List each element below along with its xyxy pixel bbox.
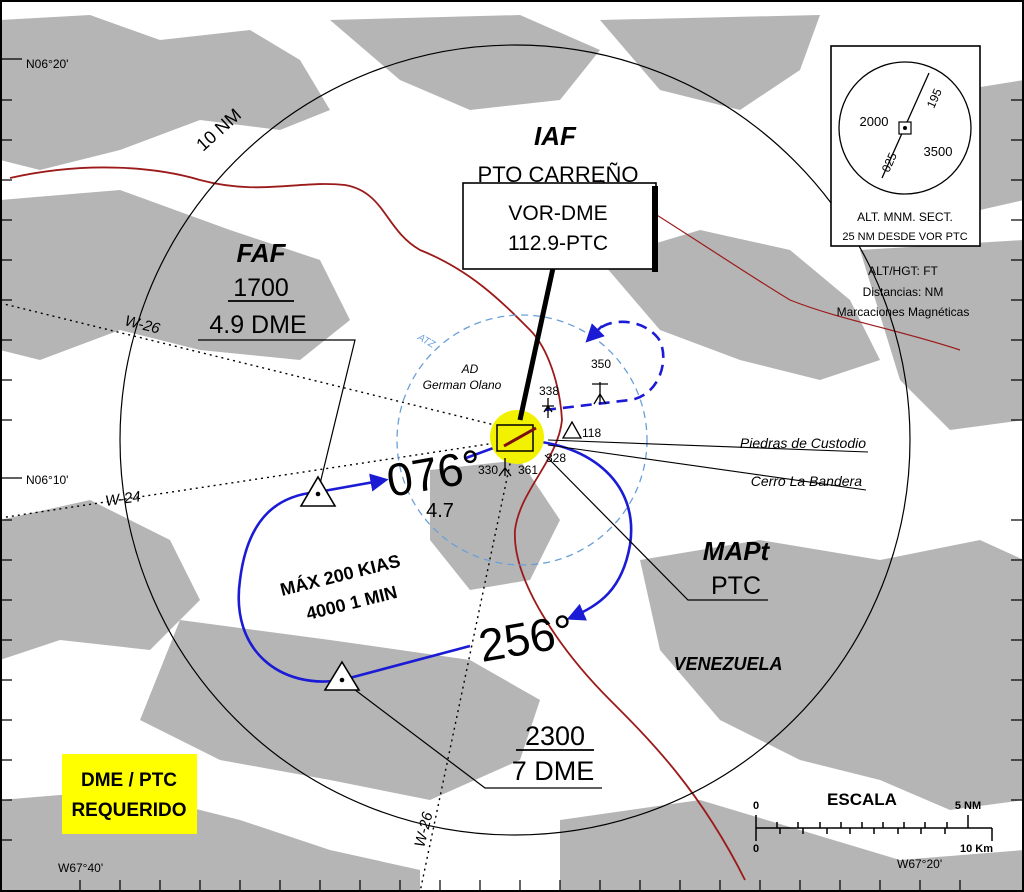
dme-required-box <box>62 754 197 834</box>
outbound-leg <box>341 644 471 682</box>
outbound-turn <box>514 438 633 621</box>
country-label: VENEZUELA <box>673 654 782 674</box>
feature-2-leader <box>547 444 867 491</box>
airway-label-w24: W-24 <box>104 488 142 510</box>
scale-title: ESCALA <box>827 790 897 809</box>
scale-nm-zero: 0 <box>753 800 759 812</box>
frame-ticks <box>1 99 1023 891</box>
outbound-fix-altitude: 2300 <box>525 721 585 751</box>
faf-fix-dot <box>315 491 321 497</box>
lon-label-right: W67°20' <box>897 857 942 871</box>
scale-km-label: 10 Km <box>960 843 993 855</box>
atz-circle <box>396 314 648 566</box>
range-ring-10nm <box>119 44 911 836</box>
scale-bar <box>755 815 993 841</box>
lat-label-lower: N06°10' <box>26 473 68 487</box>
lat-label-upper: N06°20' <box>26 57 68 71</box>
mapt-title: MAPt <box>703 536 771 566</box>
obstacle-361: 361 <box>518 463 538 477</box>
missed-approach-arrow <box>585 323 605 343</box>
mapt-ident: PTC <box>711 572 761 600</box>
msa-alt-east: 3500 <box>924 144 953 159</box>
faf-title: FAF <box>236 238 286 268</box>
vor-dme-symbol <box>496 424 534 452</box>
faf-fix-triangle <box>299 475 337 507</box>
units-line-1: ALT/HGT: FT <box>868 264 938 278</box>
inbound-distance: 4.7 <box>426 500 454 522</box>
obstacle-330: 330 <box>478 463 498 477</box>
river-main <box>9 166 746 881</box>
iaf-frequency: 112.9-PTC <box>508 232 608 255</box>
obstacle-118: 118 <box>582 426 601 440</box>
obstacle-338: 338 <box>539 384 559 398</box>
dme-required-line-1: DME / PTC <box>81 770 177 791</box>
inbound-track-outer <box>317 473 389 494</box>
missed-approach-track <box>544 320 665 412</box>
faf-distance: 4.9 DME <box>209 311 306 339</box>
obstacle-350: 350 <box>591 357 611 371</box>
msa-caption-2: 25 NM DESDE VOR PTC <box>842 231 967 243</box>
obstacle-118-triangle <box>561 420 583 439</box>
outbound-fix-dot <box>339 677 345 683</box>
aerodrome-name: German Olano <box>423 378 502 392</box>
msa-alt-west: 2000 <box>860 114 889 129</box>
outbound-fix-triangle <box>323 660 361 691</box>
river-tributary <box>599 179 961 351</box>
inbound-turn <box>237 490 343 683</box>
iaf-title: IAF <box>534 121 577 151</box>
faf-altitude: 1700 <box>233 274 289 302</box>
iaf-facility: VOR-DME <box>508 202 607 225</box>
obstacle-symbols <box>498 382 608 477</box>
scale-nm-label: 5 NM <box>955 800 981 812</box>
scale-km-zero: 0 <box>753 843 759 855</box>
airway-w26-upper <box>0 302 516 431</box>
airway-w26-lower <box>419 439 516 892</box>
units-line-2: Distancias: NM <box>863 285 944 299</box>
aerodrome-prefix: AD <box>461 362 479 376</box>
terrain-layer <box>0 15 1024 892</box>
outbound-fix-leader <box>341 679 602 789</box>
feature-cerro-la-bandera: Cerro La Bandera <box>751 473 863 489</box>
faf-leader <box>198 339 356 493</box>
units-line-3: Marcaciones Magnéticas <box>837 305 970 319</box>
mapt-leader <box>544 454 768 601</box>
msa-circle <box>838 61 972 195</box>
feature-piedras-de-custodio: Piedras de Custodio <box>740 435 866 451</box>
runway-symbol <box>503 426 537 448</box>
dme-required-line-2: REQUERIDO <box>71 800 186 821</box>
iaf-facility-box <box>462 182 657 270</box>
feature-1-leader <box>547 439 869 453</box>
iaf-box-shadow <box>652 186 658 272</box>
lon-label-left: W67°40' <box>58 861 103 875</box>
obstacle-328: 328 <box>546 451 566 465</box>
outbound-fix-distance: 7 DME <box>512 756 595 786</box>
msa-vor-dot <box>903 126 907 130</box>
iaf-leader <box>517 267 556 421</box>
msa-caption-1: ALT. MNM. SECT. <box>857 210 953 224</box>
msa-box <box>830 45 981 247</box>
